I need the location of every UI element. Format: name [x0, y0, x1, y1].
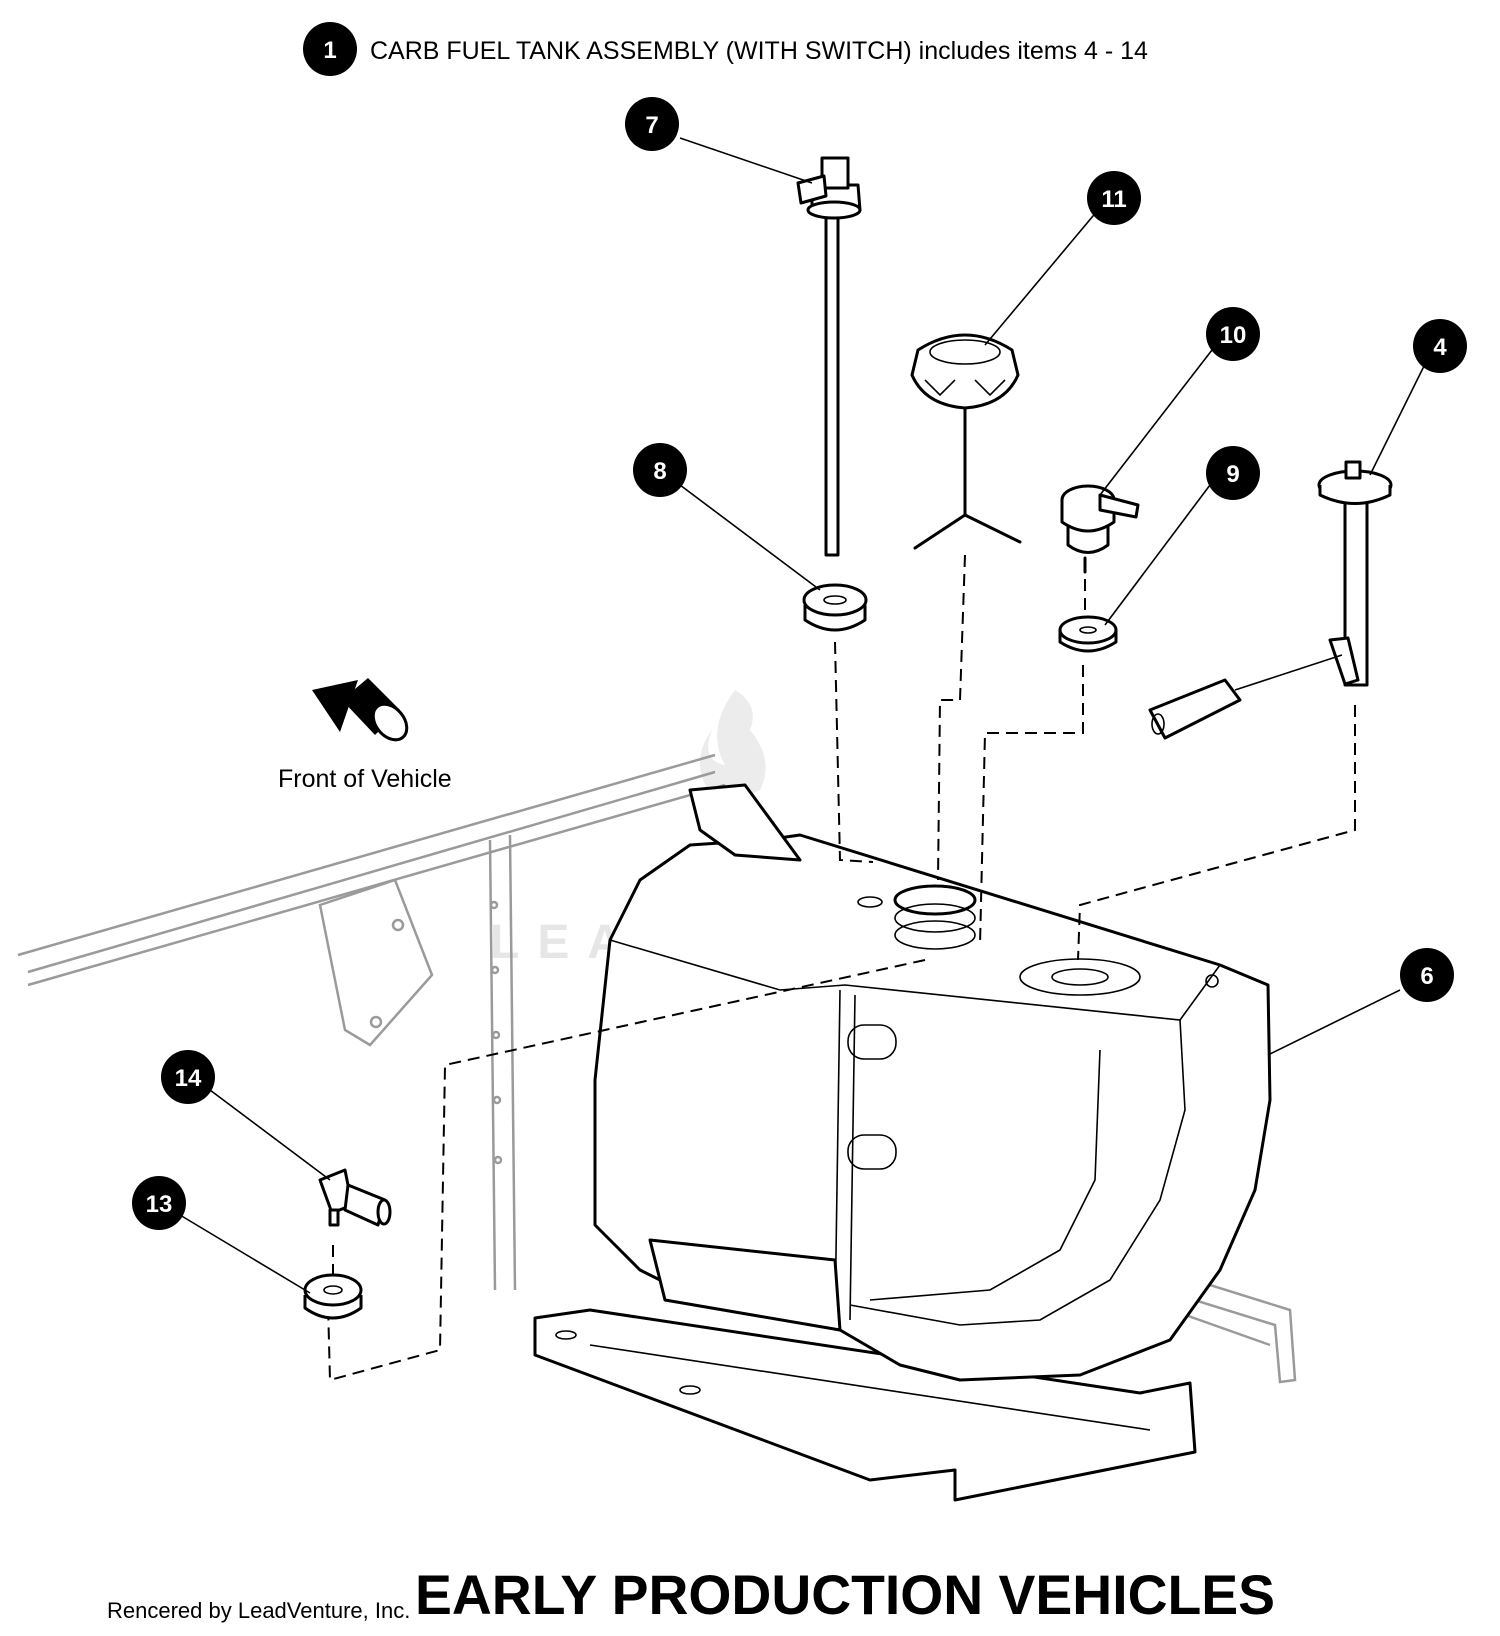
- footer-heading: EARLY PRODUCTION VEHICLES: [415, 1563, 1275, 1626]
- grommet-13: [303, 1273, 363, 1320]
- vent-tube-elbow: [796, 156, 862, 557]
- callout-14[interactable]: 14: [161, 1050, 215, 1104]
- callout-number-1: 1: [323, 37, 336, 64]
- fuel-tank: [593, 783, 1272, 1382]
- svg-text:9: 9: [1226, 461, 1239, 488]
- svg-text:6: 6: [1420, 963, 1433, 990]
- callout-10[interactable]: 10: [1206, 307, 1260, 361]
- callout-6[interactable]: 6: [1400, 948, 1454, 1002]
- callout-4[interactable]: 4: [1413, 319, 1467, 373]
- grommet-8: [802, 583, 868, 632]
- callout-8[interactable]: 8: [633, 443, 687, 497]
- front-arrow-icon: [312, 680, 358, 732]
- svg-text:7: 7: [645, 112, 658, 139]
- svg-text:10: 10: [1220, 322, 1247, 349]
- render-credit: Rencered by LeadVenture, Inc.: [107, 1598, 410, 1623]
- watermark-flame-icon: [699, 690, 766, 798]
- callout-9[interactable]: 9: [1206, 446, 1260, 500]
- skid-plate: [533, 1308, 1197, 1502]
- elbow-fitting: [318, 1168, 392, 1227]
- svg-text:11: 11: [1101, 186, 1126, 213]
- rollover-valve: [1060, 484, 1140, 574]
- callout-11[interactable]: 11: [1087, 171, 1141, 225]
- vehicle-frame: [17, 753, 1297, 1384]
- fuel-cap: [910, 333, 1022, 550]
- front-of-vehicle-indicator: Front of Vehicle: [278, 678, 452, 793]
- header: 1 CARB FUEL TANK ASSEMBLY (WITH SWITCH) …: [303, 22, 1148, 76]
- front-of-vehicle-label: Front of Vehicle: [278, 765, 452, 793]
- assembly-lines: [327, 554, 1356, 1382]
- diagram-title: CARB FUEL TANK ASSEMBLY (WITH SWITCH) in…: [370, 37, 1148, 65]
- fuel-sender: [1148, 460, 1393, 740]
- callout-7[interactable]: 7: [625, 97, 679, 151]
- svg-text:14: 14: [175, 1065, 202, 1092]
- footer: Rencered by LeadVenture, Inc. EARLY PROD…: [107, 1563, 1275, 1626]
- callout-badge-1[interactable]: [303, 22, 357, 76]
- svg-text:8: 8: [653, 458, 666, 485]
- grommet-9: [1058, 615, 1118, 653]
- svg-text:4: 4: [1433, 334, 1447, 361]
- callout-13[interactable]: 13: [132, 1176, 186, 1230]
- svg-text:13: 13: [146, 1191, 173, 1218]
- leader-lines: [179, 137, 1429, 1294]
